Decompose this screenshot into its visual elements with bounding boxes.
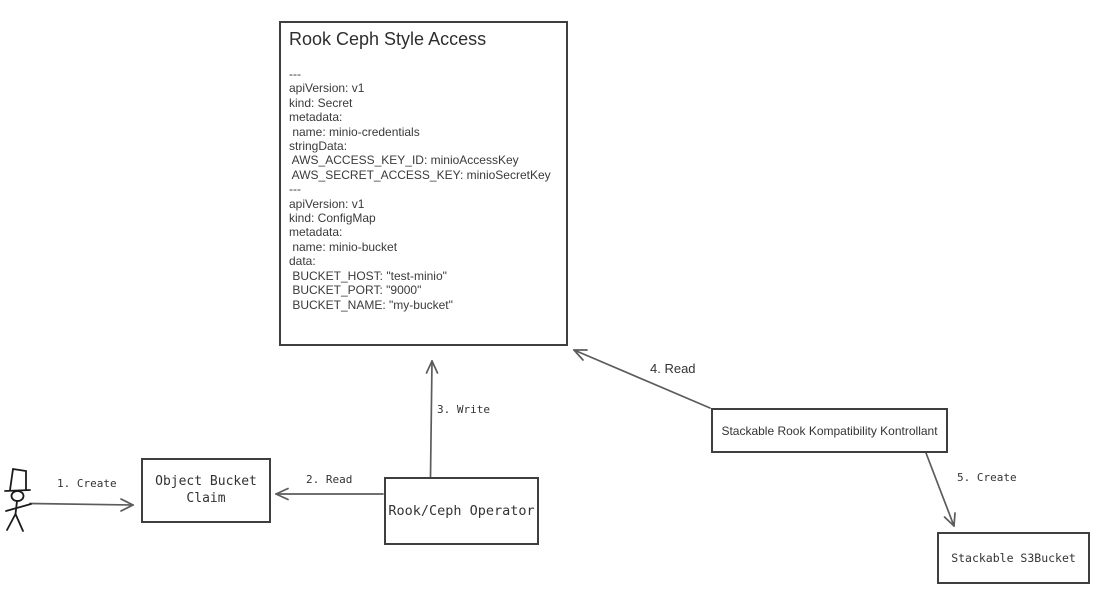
- node-stackable-s3bucket: Stackable S3Bucket: [937, 532, 1090, 584]
- edge-3-write-arrow: [425, 360, 439, 478]
- node-object-bucket-claim-label: Object Bucket Claim: [155, 473, 257, 506]
- edge-2-read-arrow: [275, 487, 384, 501]
- node-stackable-rook-kompatibility-kontrollant: Stackable Rook Kompatibility Kontrollant: [711, 408, 948, 453]
- stick-figure-icon: [4, 467, 32, 532]
- node-rook-ceph-operator-label: Rook/Ceph Operator: [388, 503, 535, 519]
- node-stackable-rook-kompatibility-kontrollant-label: Stackable Rook Kompatibility Kontrollant: [721, 423, 938, 438]
- edge-1-create-arrow: [29, 498, 134, 512]
- edge-4-read-arrow: [573, 349, 711, 409]
- node-rook-ceph-style-access: Rook Ceph Style Access --- apiVersion: v…: [279, 21, 568, 346]
- edge-2-read-label: 2. Read: [306, 473, 353, 486]
- edge-1-create-label: 1. Create: [57, 477, 117, 490]
- yaml-manifest-text: --- apiVersion: v1 kind: Secret metadata…: [289, 67, 551, 312]
- edge-4-read-label: 4. Read: [650, 361, 696, 376]
- edge-3-write-label: 3. Write: [437, 403, 490, 416]
- node-object-bucket-claim: Object Bucket Claim: [141, 458, 271, 523]
- node-stackable-s3bucket-label: Stackable S3Bucket: [951, 551, 1076, 565]
- node-rook-ceph-operator: Rook/Ceph Operator: [384, 477, 539, 545]
- main-box-title: Rook Ceph Style Access: [289, 29, 487, 49]
- edge-5-create-label: 5. Create: [957, 471, 1017, 484]
- edge-5-create-arrow: [925, 452, 956, 527]
